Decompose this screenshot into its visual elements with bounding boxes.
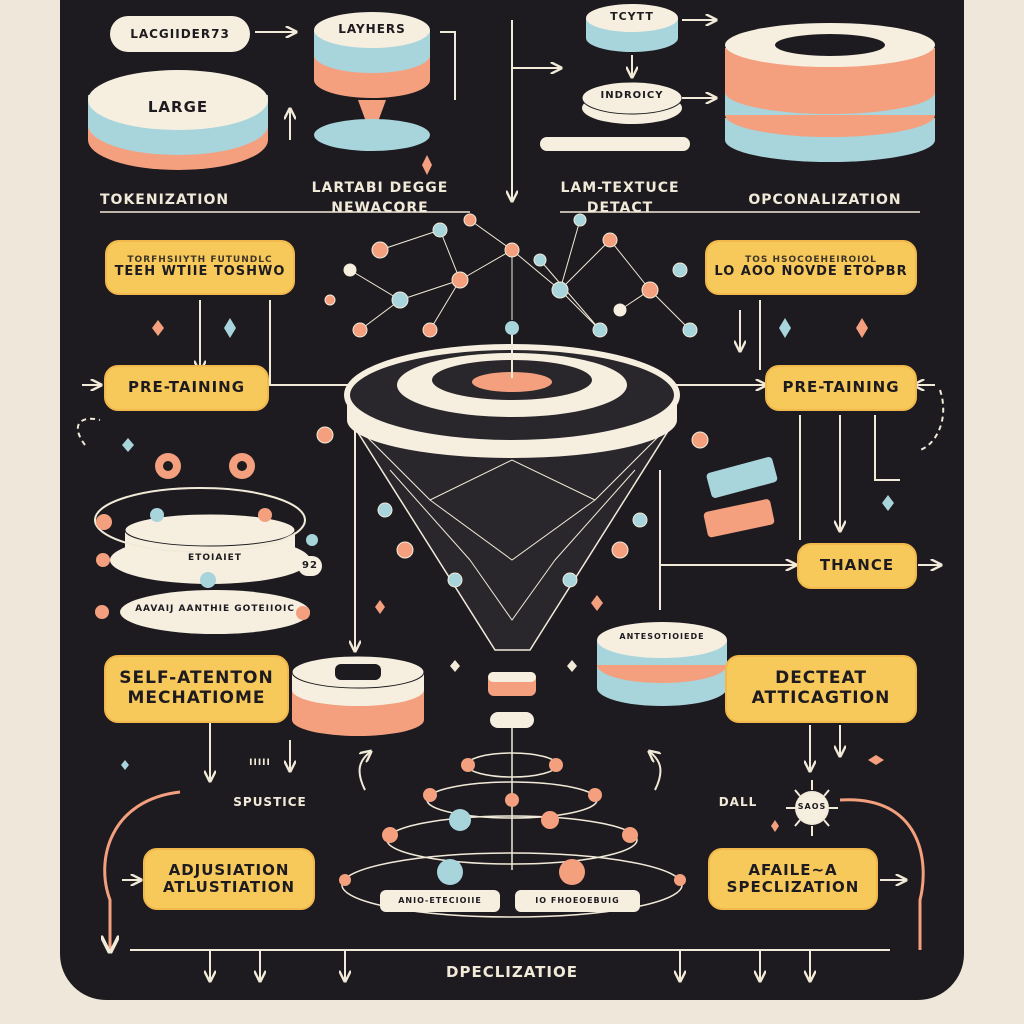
box-adjustation-line1: ADJUSIATION bbox=[168, 860, 290, 879]
box-teeh-wtiie: TORFHSIIYTH FUTUNDLC TEEH WTIIE TOSHWO bbox=[105, 240, 295, 295]
label-dall: DALL bbox=[718, 795, 758, 809]
network-nodes bbox=[316, 213, 709, 588]
box-decteat: DECTEAT ATTICAGTION bbox=[725, 655, 917, 723]
box-lo-aoo: TOS HSOCOEHEIROIOL LO AOO NOVDE ETOPBR bbox=[705, 240, 917, 295]
box-pretraining-right-label: PRE-TAINING bbox=[782, 378, 900, 397]
stack-left-label-1: ETOIAIET bbox=[188, 553, 242, 563]
box-specization-line2: SPECLIZATION bbox=[726, 878, 860, 896]
disk-large-label: LARGE bbox=[147, 98, 209, 116]
disk-text bbox=[540, 4, 690, 151]
disk-indroicy-label: INDROICY bbox=[600, 90, 664, 101]
box-lo-aoo-sub: TOS HSOCOEHEIROIOL bbox=[745, 254, 877, 265]
box-self-attention-line2: MECHATIOME bbox=[127, 688, 266, 708]
stack-left-number: 92 bbox=[298, 556, 322, 576]
central-funnel bbox=[344, 321, 680, 728]
heading-lartabi-line1: LARTABI DEGGE bbox=[311, 180, 449, 196]
left-mid-stack bbox=[291, 655, 425, 736]
box-specization-line1: AFAILE~A bbox=[748, 860, 838, 879]
disk-text-label: TCYTT bbox=[610, 10, 654, 23]
right-stack bbox=[597, 457, 778, 706]
sun-label: SAOS bbox=[797, 802, 827, 811]
label-misc: IIIII bbox=[249, 758, 271, 768]
box-pretraining-left: PRE-TAINING bbox=[104, 365, 269, 411]
heading-lam-line2: DETACT bbox=[586, 200, 654, 216]
box-decteat-line1: DECTEAT bbox=[775, 668, 867, 689]
heading-lartabi-line2: NEWACORE bbox=[331, 200, 429, 216]
bottom-pyramid bbox=[339, 728, 686, 918]
sun-icon bbox=[786, 780, 838, 836]
left-ring-stack bbox=[94, 453, 318, 634]
box-thance: THANCE bbox=[797, 543, 917, 589]
bottom-tag-right: IO FHOEOEBUIG bbox=[535, 896, 620, 905]
disk-layers-label: LAYHERS bbox=[338, 22, 406, 36]
disk-large bbox=[88, 70, 268, 170]
box-adjustation: ADJUSIATION ATLUSTIATION bbox=[143, 848, 315, 910]
stack-left-label-2: AAVAIJ AANTHIE GOTEIIOIC bbox=[135, 604, 295, 614]
stack-right-label: ANTESOTIOIEDE bbox=[619, 632, 705, 641]
box-teeh-wtiie-main: TEEH WTIIE TOSHWO bbox=[114, 264, 286, 280]
disk-layers bbox=[314, 12, 430, 151]
bottom-caption: DPECLIZATIOE bbox=[446, 963, 578, 981]
box-lo-aoo-main: LO AOO NOVDE ETOPBR bbox=[714, 264, 908, 280]
heading-lam-line1: LAM-TEXTUCE bbox=[560, 180, 680, 196]
sparkle-decorations bbox=[121, 155, 894, 832]
box-pretraining-right: PRE-TAINING bbox=[765, 365, 917, 411]
box-adjustation-line2: ATLUSTIATION bbox=[162, 878, 296, 896]
box-self-attention: SELF-ATENTON MECHATIOME bbox=[104, 655, 289, 723]
box-pretraining-left-label: PRE-TAINING bbox=[127, 378, 246, 397]
label-sputsice: SPUSTICE bbox=[233, 795, 307, 809]
bottom-tag-left: ANIO-ETECIOIIE bbox=[398, 896, 482, 905]
tag-laccgiider: LACGIIDER73 bbox=[110, 16, 250, 52]
box-teeh-wtiie-sub: TORFHSIIYTH FUTUNDLC bbox=[127, 254, 273, 265]
disk-stack-right bbox=[725, 23, 935, 162]
box-decteat-line2: ATTICAGTION bbox=[751, 688, 891, 708]
heading-tokenization: TOKENIZATION bbox=[100, 192, 230, 208]
box-thance-label: THANCE bbox=[819, 556, 895, 575]
heading-opconalization: OPCONALIZATION bbox=[748, 192, 902, 208]
box-self-attention-line1: SELF-ATENTON bbox=[119, 668, 274, 689]
box-specization: AFAILE~A SPECLIZATION bbox=[708, 848, 878, 910]
